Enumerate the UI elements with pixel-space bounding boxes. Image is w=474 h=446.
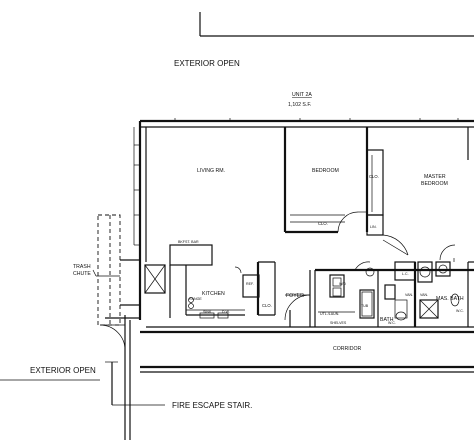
exterior-open-left-label: EXTERIOR OPEN <box>30 366 96 375</box>
unit-area-label: 1,102 S.F. <box>288 102 311 108</box>
bedroom-label: BEDROOM <box>312 168 339 174</box>
linen-label: LIN. <box>370 225 377 229</box>
van-mas-label: VAN. <box>420 293 428 297</box>
mas-bath-label: MAS. BATH <box>436 296 464 302</box>
tub-label: TUB <box>361 304 369 308</box>
trash-chute-label-line2: CHUTE <box>73 271 91 277</box>
wc-mas-label: W.C. <box>456 309 464 313</box>
utl-laun-label: UTL./LAUN. <box>320 312 339 316</box>
master-bedroom-label-line2: BEDROOM <box>421 181 448 187</box>
master-bedroom-label-line1: MASTER <box>424 174 446 180</box>
unit-name-label: UNIT 2A <box>292 92 312 98</box>
wd-label: W/D <box>339 282 346 286</box>
corridor-lines <box>0 315 474 440</box>
foyer-label: FOYER <box>286 293 304 299</box>
bkfst-bar-label: BKFST. BAR <box>178 240 199 244</box>
foyer-closet-label: CLO. <box>262 303 272 308</box>
sink-label: SINK <box>203 310 212 314</box>
exterior-open-top-label: EXTERIOR OPEN <box>174 59 240 68</box>
foyer-walls <box>284 270 311 327</box>
shelves-label: SHELVES <box>330 321 347 325</box>
corridor-label: CORRIDOR <box>333 346 361 352</box>
lc-label: L.C. <box>402 272 409 276</box>
living-room-label: LIVING RM. <box>197 168 225 174</box>
ref-label: REF. <box>246 282 254 286</box>
trash-chute-area <box>92 214 166 326</box>
bath-label: BATH <box>380 317 394 323</box>
trash-chute-label-line1: TRASH <box>73 264 91 270</box>
kitchen-label: KITCHEN <box>202 291 225 297</box>
bedroom-walls <box>283 127 369 234</box>
bedroom-closet-label: CLO. <box>318 221 328 226</box>
bath-utility-walls <box>314 244 474 327</box>
kitchen-layout <box>169 244 276 319</box>
master-closet-walls <box>366 149 409 256</box>
van-bath-label: VAN. <box>405 293 413 297</box>
fire-escape-stair-label: FIRE ESCAPE STAIR. <box>172 401 252 410</box>
wc-bath-label: W.C. <box>388 321 396 325</box>
unit-exterior-walls <box>133 118 474 334</box>
range-label: RANGE <box>189 297 202 301</box>
dw-label: D.W. <box>222 310 230 314</box>
master-closet-label: CLO. <box>369 174 379 179</box>
exterior-boundary-top <box>199 12 474 37</box>
